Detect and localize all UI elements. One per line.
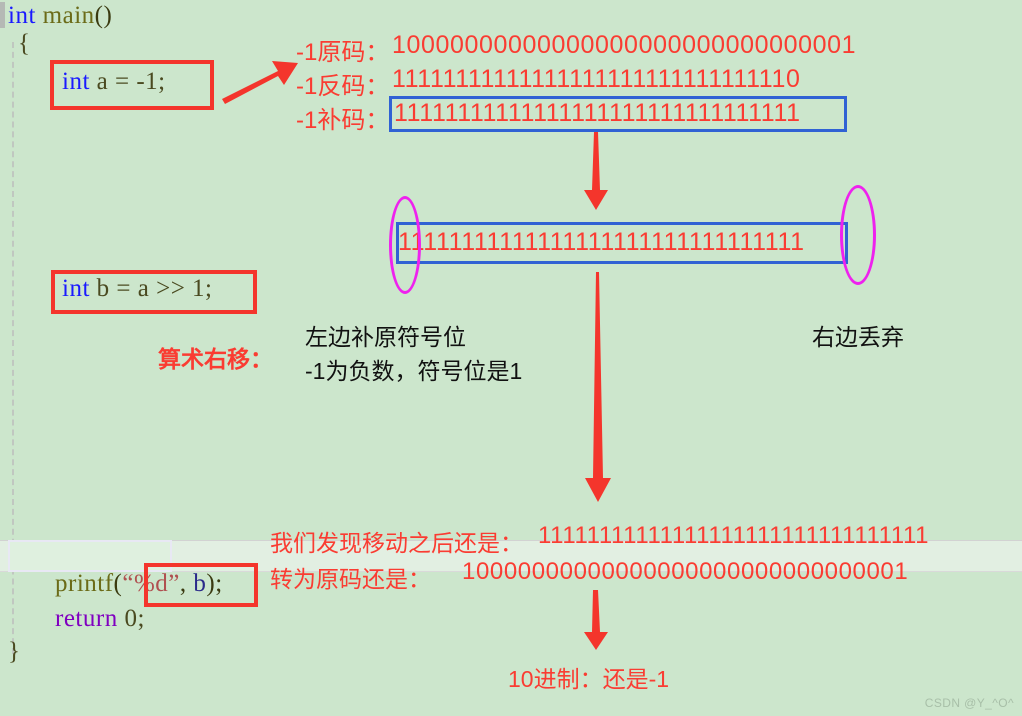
bits-original-code: 10000000000000000000000000000001 [392,31,857,59]
arrow-down-icon [584,132,608,210]
label-original-code: -1原码： [296,39,390,66]
highlight-box-complement [389,96,847,132]
code-line-open-brace: { [18,30,31,57]
label-arithmetic-shift: 算术右移： [158,346,273,372]
code-line-return: return 0; [55,605,145,633]
bits-inverse-code: 11111111111111111111111111111110 [392,65,801,93]
code-line-declare-b: int b = a >> 1; [62,275,213,303]
editor-gutter-marker [0,2,5,28]
code-return-rest: 0; [117,605,145,632]
arrow-up-right-icon [222,61,298,104]
label-complement-code: -1补码： [296,107,390,134]
code-printf-close-paren: ) [206,570,216,597]
label-inverse-code: -1反码： [296,73,390,100]
code-line-main-signature: int main() [8,2,112,30]
arrow-down-final-icon [584,590,608,650]
highlight-box-format-args [144,563,258,607]
bits-converted-to-original: 10000000000000000000000000000001 [462,558,909,585]
code-printf-comma: , [179,570,194,597]
code-function-main: main [35,2,95,29]
label-left-fill-sign-bit: 左边补原符号位 [305,324,466,350]
label-right-discard: 右边丢弃 [812,324,904,350]
label-decimal-result: 10进制：还是-1 [508,666,670,692]
code-keyword-return: return [55,605,118,632]
bits-shifted-value: 11111111111111111111111111111111 [398,228,805,256]
code-printf-open-paren: ( [113,570,123,597]
bits-complement-code: 11111111111111111111111111111111 [394,99,801,127]
label-result-after-shift: 我们发现移动之后还是： [270,530,523,556]
code-decl-a-rest: a = -1; [89,68,166,95]
highlight-box-declare-a [50,60,214,110]
bits-result-after-shift: 11111111111111111111111111111111 [538,522,930,549]
code-line-declare-a: int a = -1; [62,68,166,96]
ellipse-highlight-right-icon [840,185,876,285]
code-line-printf: printf(“%d”, b); [55,570,223,598]
highlight-box-declare-b [51,270,257,314]
label-negative-sign-bit: -1为负数，符号位是1 [305,358,523,384]
code-format-string: “%d” [122,570,180,597]
code-line-close-brace: } [8,638,21,665]
code-keyword-int: int [8,2,36,29]
label-converted-to-original: 转为原码还是： [270,566,431,592]
editor-indent-guide [12,42,14,654]
code-printf-semicolon: ; [215,570,223,597]
code-keyword-int-b: int [62,275,90,302]
code-variable-b: b [193,570,207,597]
watermark-text: CSDN @Y_^O^ [924,696,1014,710]
arrow-down-long-icon [585,272,611,502]
code-function-printf: printf [55,570,114,597]
code-decl-b-rest: b = a >> 1; [89,275,213,302]
code-keyword-int-a: int [62,68,90,95]
code-parens: () [94,2,113,29]
ellipse-highlight-left-icon [389,196,421,294]
